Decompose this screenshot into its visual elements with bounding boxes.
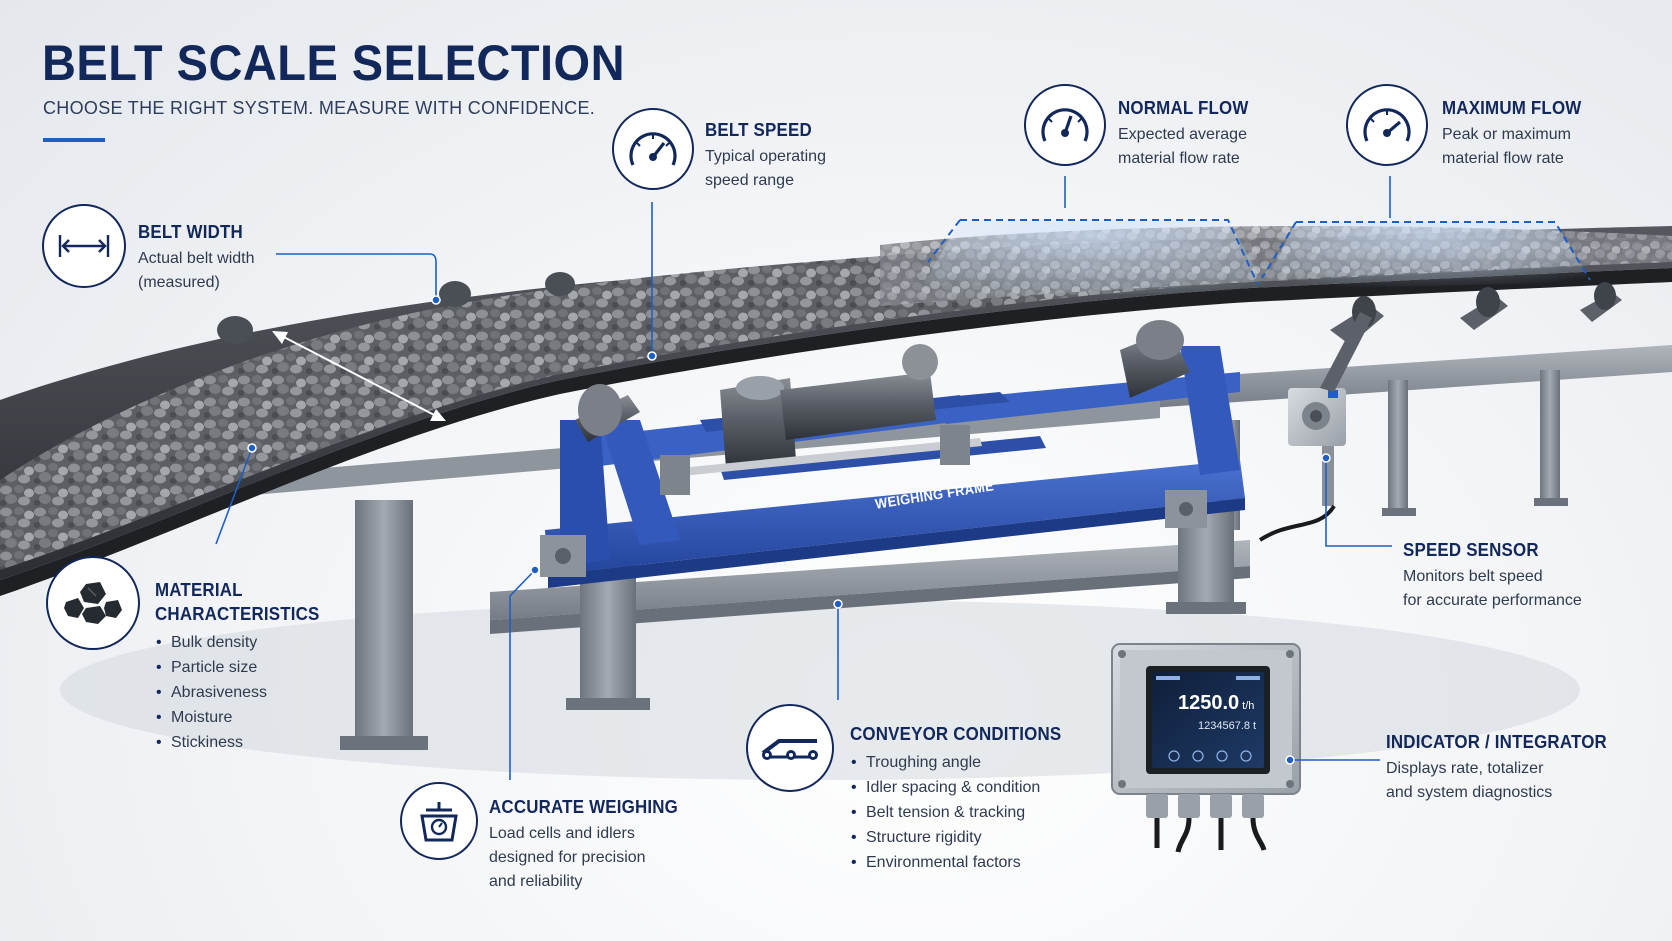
rocks-icon [46, 556, 140, 650]
title-underline [43, 138, 105, 142]
list-item: Moisture [155, 705, 330, 730]
speedometer-icon [612, 108, 694, 190]
callout-belt-speed: BELT SPEED Typical operating speed range [705, 118, 826, 193]
maximum-flow-description: Peak or maximum material flow rate [1442, 126, 1571, 167]
weighing-frame [340, 320, 1250, 750]
speed-sensor-hardware [1258, 312, 1372, 542]
callout-material-characteristics: MATERIAL CHARACTERISTICS Bulk density Pa… [155, 578, 330, 755]
callout-conveyor-conditions: CONVEYOR CONDITIONS Troughing angle Idle… [850, 722, 1075, 875]
totalizer-readout: 1234567.8 t [1198, 720, 1257, 732]
list-item: Belt tension & tracking [850, 800, 1075, 825]
material-title-line-2: CHARACTERISTICS [155, 604, 320, 624]
list-item: Idler spacing & condition [850, 775, 1075, 800]
conveyor-conditions-list: Troughing angle Idler spacing & conditio… [850, 750, 1075, 875]
conveyor-conditions-title: CONVEYOR CONDITIONS [850, 724, 1062, 744]
gauge-high-icon [1346, 84, 1428, 166]
normal-flow-description: Expected average material flow rate [1118, 126, 1247, 167]
speed-sensor-description: Monitors belt speed for accurate perform… [1403, 568, 1582, 609]
material-list: Bulk density Particle size Abrasiveness … [155, 630, 330, 755]
callout-maximum-flow: MAXIMUM FLOW Peak or maximum material fl… [1442, 96, 1590, 171]
leader-dots [247, 295, 1331, 765]
speed-sensor-title: SPEED SENSOR [1403, 540, 1539, 560]
list-item: Structure rigidity [850, 825, 1075, 850]
gauge-medium-icon [1024, 84, 1106, 166]
indicator-integrator-device [1111, 643, 1301, 853]
callout-speed-sensor: SPEED SENSOR Monitors belt speed for acc… [1403, 538, 1582, 613]
belt-width-arrow [272, 331, 446, 421]
list-item: Particle size [155, 655, 330, 680]
belt-width-title: BELT WIDTH [138, 222, 243, 242]
list-item: Troughing angle [850, 750, 1075, 775]
page-subtitle: CHOOSE THE RIGHT SYSTEM. MEASURE WITH CO… [43, 98, 596, 118]
conveyor-icon [746, 704, 834, 792]
flow-zones [915, 219, 1592, 300]
callout-accurate-weighing: ACCURATE WEIGHING Load cells and idlers … [489, 795, 690, 894]
belt-speed-title: BELT SPEED [705, 120, 812, 140]
accurate-weighing-description: Load cells and idlers designed for preci… [489, 825, 646, 890]
list-item: Abrasiveness [155, 680, 330, 705]
accurate-weighing-title: ACCURATE WEIGHING [489, 797, 678, 817]
callout-normal-flow: NORMAL FLOW Expected average material fl… [1118, 96, 1257, 171]
indicator-title: INDICATOR / INTEGRATOR [1386, 732, 1607, 752]
leader-lines [215, 176, 1392, 780]
scale-icon [400, 782, 478, 860]
double-arrow-width-icon [42, 204, 126, 288]
list-item: Environmental factors [850, 850, 1075, 875]
callout-indicator-integrator: INDICATOR / INTEGRATOR Displays rate, to… [1386, 730, 1621, 805]
callout-belt-width: BELT WIDTH Actual belt width (measured) [138, 220, 255, 295]
belt-speed-description: Typical operating speed range [705, 148, 826, 189]
indicator-description: Displays rate, totalizer and system diag… [1386, 760, 1553, 801]
list-item: Stickiness [155, 730, 330, 755]
page-title: BELT SCALE SELECTION [42, 35, 626, 91]
list-item: Bulk density [155, 630, 330, 655]
material-title-line-1: MATERIAL [155, 580, 243, 600]
normal-flow-title: NORMAL FLOW [1118, 98, 1249, 118]
belt-width-description: Actual belt width (measured) [138, 250, 255, 291]
maximum-flow-title: MAXIMUM FLOW [1442, 98, 1582, 118]
